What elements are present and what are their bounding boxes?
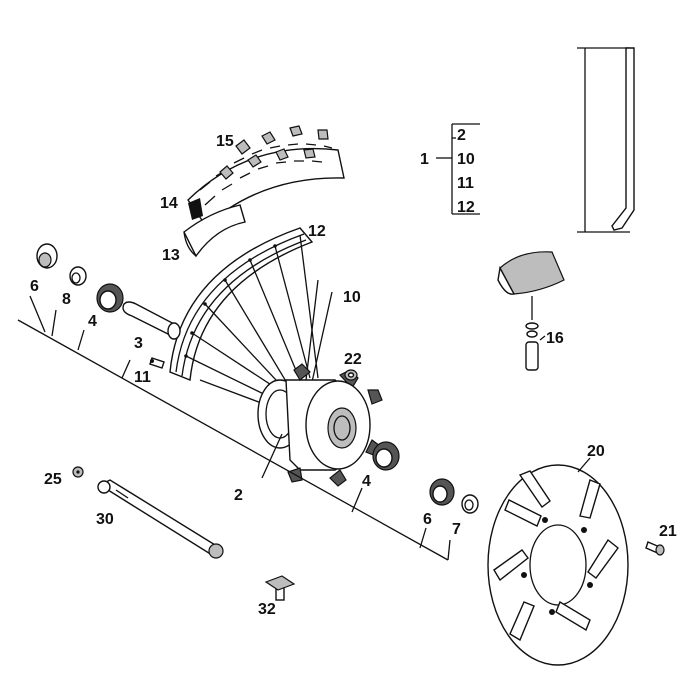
- callout-2: 2: [234, 487, 243, 504]
- callout-6-left: 6: [30, 278, 39, 295]
- callout-25: 25: [44, 471, 62, 488]
- seal-left-part: [36, 243, 58, 269]
- callout-15: 15: [216, 133, 234, 150]
- callout-14: 14: [160, 195, 178, 212]
- tire-part: [187, 125, 345, 228]
- assembly-item-12: 12: [457, 199, 475, 216]
- rim-band-part: [188, 198, 203, 220]
- callout-8: 8: [62, 291, 71, 308]
- callout-30: 30: [96, 511, 114, 528]
- assembly-item-10: 10: [457, 151, 475, 168]
- callout-7: 7: [452, 521, 461, 538]
- callout-21: 21: [659, 523, 677, 540]
- screw-part: [72, 466, 84, 478]
- brake-disc-part: [487, 457, 629, 666]
- nipple-part: [149, 357, 165, 369]
- callout-4-left: 4: [88, 313, 97, 330]
- assembly-item-11: 11: [457, 175, 474, 192]
- callout-22: 22: [344, 351, 362, 368]
- valve-cap-part: [497, 251, 565, 371]
- callout-20: 20: [587, 443, 605, 460]
- axle-part: [97, 479, 224, 559]
- bearing-left-part: [96, 283, 124, 313]
- nut-part: [344, 369, 358, 381]
- assembly-group: [436, 123, 480, 215]
- callout-10: 10: [343, 289, 361, 306]
- tube-part: [183, 204, 246, 258]
- disc-bolt-part: [645, 541, 665, 556]
- spacer-part: [69, 266, 87, 286]
- callout-4-right: 4: [362, 473, 371, 490]
- callout-11: 11: [134, 369, 151, 386]
- assembly-label: 1: [420, 151, 429, 168]
- bolt-part: [264, 575, 296, 601]
- callout-3: 3: [134, 335, 143, 352]
- callout-6-right: 6: [423, 511, 432, 528]
- assembly-item-2: 2: [457, 127, 466, 144]
- callout-13: 13: [162, 247, 180, 264]
- callout-16: 16: [546, 330, 564, 347]
- hub-part: [257, 363, 383, 487]
- seal-right-part: [429, 478, 455, 506]
- spacer-right-part: [461, 494, 479, 514]
- spoke-length-gauge: [577, 47, 635, 233]
- axis-line: [17, 319, 449, 561]
- callout-12: 12: [308, 223, 326, 240]
- bearing-right-part: [372, 441, 400, 471]
- spacer-tube-part: [122, 301, 181, 340]
- callout-32: 32: [258, 601, 276, 618]
